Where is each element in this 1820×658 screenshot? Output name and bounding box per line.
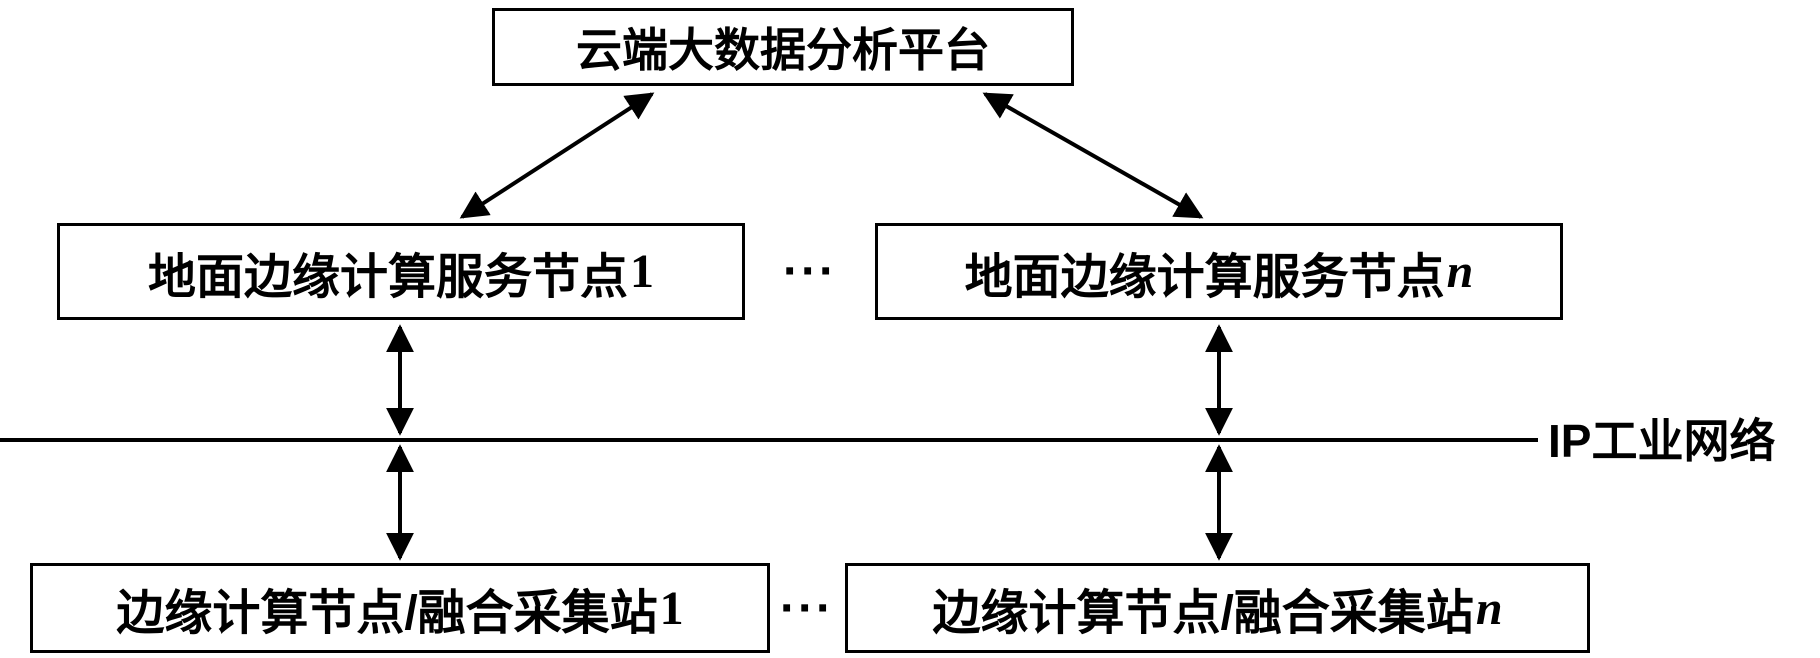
- ip-network-label: IP工业网络: [1548, 415, 1776, 467]
- node-edge-station-n-index: n: [1475, 581, 1503, 635]
- node-cloud-platform-label: 云端大数据分析平台: [576, 24, 990, 76]
- arrow-cloud-to-ground-n: [982, 92, 1204, 219]
- ellipsis-mid-tier: ···: [783, 245, 837, 298]
- ellipsis-bottom-tier: ···: [780, 581, 834, 635]
- node-ground-edge-1-label: 地面边缘计算服务节点: [147, 250, 628, 304]
- node-edge-station-1-index: 1: [659, 581, 684, 635]
- node-ground-edge-n-label: 地面边缘计算服务节点: [964, 250, 1445, 304]
- arrow-cloud-to-ground-1: [459, 92, 655, 219]
- node-ground-edge-1-index: 1: [630, 245, 654, 298]
- node-cloud-platform: 云端大数据分析平台: [492, 8, 1074, 86]
- node-ground-edge-n-index: n: [1446, 245, 1474, 298]
- node-edge-station-1-label: 边缘计算节点/融合采集站: [116, 587, 658, 640]
- node-edge-station-n-label: 边缘计算节点/融合采集站: [932, 587, 1474, 640]
